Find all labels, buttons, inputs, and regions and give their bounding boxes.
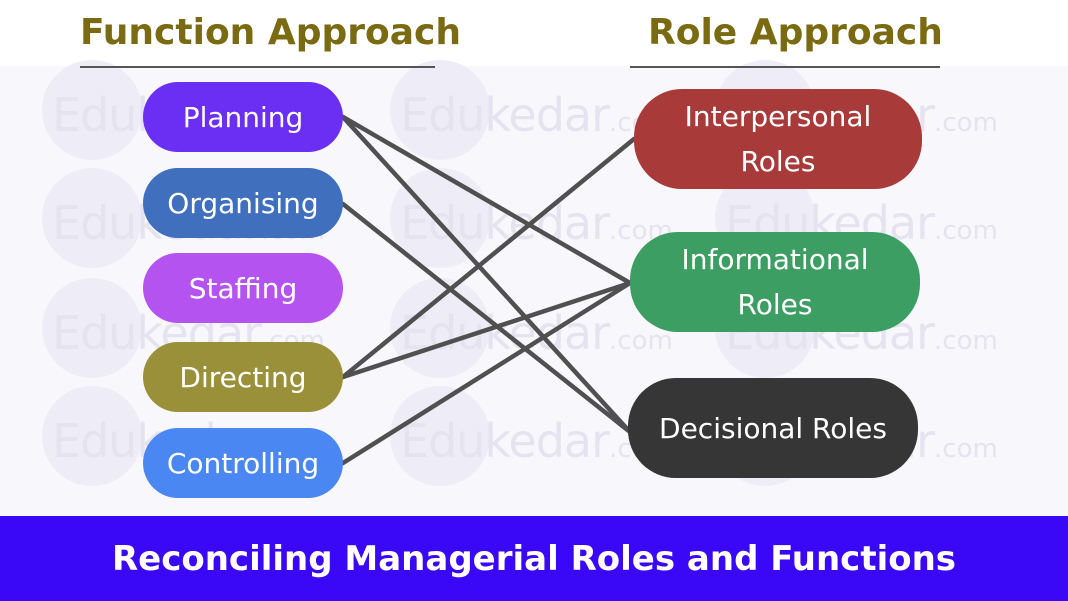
role-approach-heading: Role Approach bbox=[648, 12, 943, 53]
function-approach-heading: Function Approach bbox=[80, 12, 461, 53]
function-planning: Planning bbox=[143, 82, 343, 152]
role-informational: Informational Roles bbox=[630, 232, 920, 332]
function-approach-underline bbox=[80, 66, 435, 68]
function-directing: Directing bbox=[143, 342, 343, 412]
connector-line bbox=[340, 114, 633, 435]
watermark-logo-circle bbox=[42, 168, 142, 268]
watermark-logo-circle bbox=[42, 278, 142, 378]
function-organising: Organising bbox=[143, 168, 343, 238]
function-staffing: Staffing bbox=[143, 253, 343, 323]
watermark-logo-circle bbox=[390, 278, 490, 378]
role-approach-underline bbox=[630, 66, 940, 68]
connector-line bbox=[340, 114, 633, 286]
connector-line bbox=[340, 201, 633, 435]
watermark-logo-circle bbox=[42, 386, 142, 486]
watermark-logo-circle bbox=[42, 60, 142, 160]
footer-banner: Reconciling Managerial Roles and Functio… bbox=[0, 516, 1068, 601]
connector-line bbox=[340, 280, 633, 466]
connector-line bbox=[340, 136, 637, 380]
watermark-text: Edukedar.com bbox=[400, 196, 673, 250]
role-decisional: Decisional Roles bbox=[628, 378, 918, 478]
role-interpersonal: Interpersonal Roles bbox=[634, 89, 922, 189]
footer-title: Reconciling Managerial Roles and Functio… bbox=[111, 538, 957, 579]
watermark-text: Edukedar.com bbox=[400, 414, 673, 468]
function-controlling: Controlling bbox=[143, 428, 343, 498]
watermark-logo-circle bbox=[390, 60, 490, 160]
connector-line bbox=[340, 280, 633, 380]
